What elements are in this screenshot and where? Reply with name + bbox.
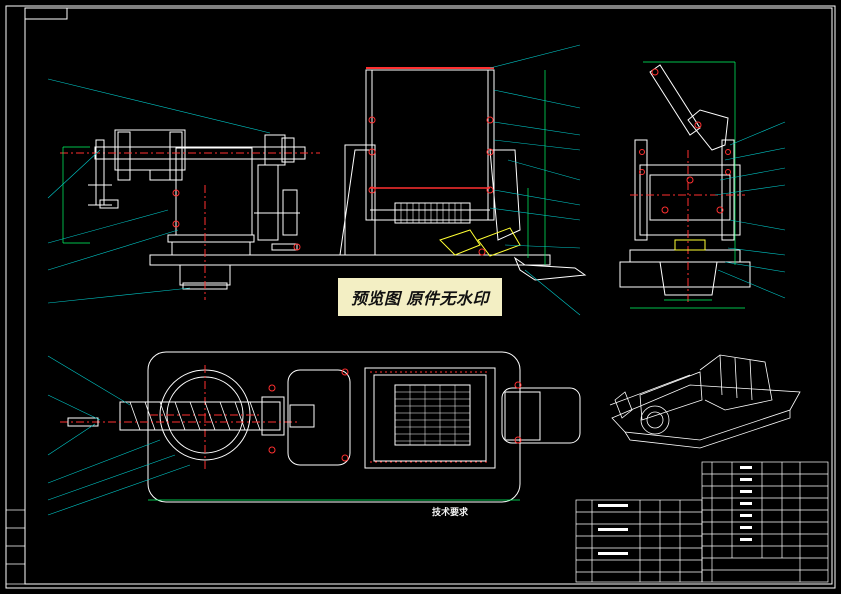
technical-requirements: 技术要求 bbox=[432, 508, 572, 521]
top-view-leaders bbox=[47, 355, 191, 516]
isometric-view bbox=[609, 354, 801, 449]
front-view bbox=[60, 67, 587, 300]
inner-border bbox=[24, 7, 833, 585]
tech-notes-title: 技术要求 bbox=[432, 508, 469, 518]
side-view-leaders bbox=[714, 121, 786, 299]
title-block bbox=[575, 461, 829, 583]
title-block-fill-marks bbox=[598, 466, 752, 555]
outer-border bbox=[5, 5, 836, 589]
side-view bbox=[619, 61, 751, 309]
front-view-leaders bbox=[47, 44, 581, 316]
top-left-tag bbox=[24, 7, 68, 20]
top-view bbox=[60, 351, 581, 503]
left-side-stamp bbox=[5, 509, 26, 585]
preview-watermark: 预览图 原件无水印 bbox=[338, 278, 502, 316]
